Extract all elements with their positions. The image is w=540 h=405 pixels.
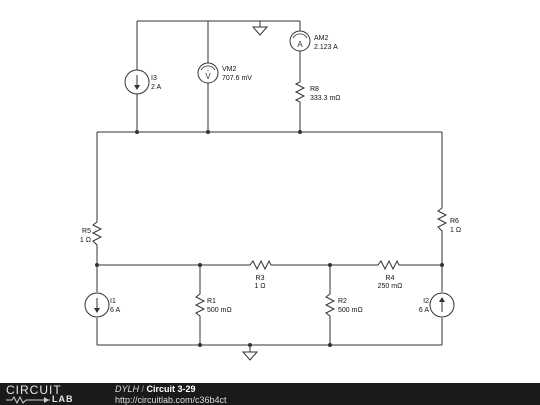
label-i2-name: I2 [423, 298, 429, 305]
label-r8-name: R8 [310, 86, 319, 93]
label-i1-value: 6 A [110, 307, 120, 314]
resistor-r8: R8 333.3 mΩ [294, 80, 341, 104]
label-r5-name: R5 [82, 228, 91, 235]
label-r3-name: R3 [256, 275, 265, 282]
waveform-icon [6, 396, 50, 404]
footer-bar: CIRCUIT LAB DYLH / Circuit 3-29 http://c… [0, 383, 540, 405]
label-r6-value: 1 Ω [450, 227, 461, 234]
ground-symbol-top [251, 26, 269, 36]
label-r4-name: R4 [386, 275, 395, 282]
resistor-r1: R1 500 mΩ [194, 292, 232, 318]
label-r1-name: R1 [207, 298, 216, 305]
resistor-r3: R3 1 Ω [248, 259, 272, 290]
circuit-schematic: I3 2 A V VM2 707.6 mV A AM2 2.123 A R8 3… [80, 20, 461, 361]
logo-text-circuit: CIRCUIT [6, 383, 62, 397]
circuit-url-link[interactable]: http://circuitlab.com/c36b4ct [115, 395, 227, 405]
resistor-r2: R2 500 mΩ [324, 292, 363, 318]
resistor-r4: R4 250 mΩ [376, 259, 403, 290]
label-vm2-name: VM2 [222, 66, 237, 73]
label-r3-value: 1 Ω [254, 283, 265, 290]
logo-text-lab: LAB [52, 394, 74, 404]
label-am2-value: 2.123 A [314, 44, 338, 51]
label-am2-name: AM2 [314, 35, 329, 42]
current-source-i1: I1 6 A [84, 292, 120, 318]
ground-symbol-bottom [241, 351, 259, 361]
label-r2-value: 500 mΩ [338, 307, 363, 314]
label-i3-name: I3 [151, 75, 157, 82]
title-separator: / [139, 384, 147, 394]
label-r8-value: 333.3 mΩ [310, 95, 341, 102]
resistor-r6: R6 1 Ω [436, 206, 461, 234]
ammeter-am2: A AM2 2.123 A [289, 30, 338, 52]
circuitlab-logo[interactable]: CIRCUIT LAB [6, 384, 94, 404]
circuit-meta: DYLH / Circuit 3-29 http://circuitlab.co… [115, 384, 227, 405]
svg-text:A: A [297, 40, 303, 49]
voltmeter-vm2: V VM2 707.6 mV [197, 62, 252, 84]
author-name[interactable]: DYLH [115, 384, 140, 394]
label-vm2-value: 707.6 mV [222, 75, 252, 82]
label-i3-value: 2 A [151, 84, 161, 91]
label-r6-name: R6 [450, 218, 459, 225]
label-r1-value: 500 mΩ [207, 307, 232, 314]
label-r2-name: R2 [338, 298, 347, 305]
label-i1-name: I1 [110, 298, 116, 305]
current-source-i2: I2 6 A [419, 292, 455, 318]
junction-dots [95, 130, 444, 347]
label-r5-value: 1 Ω [80, 237, 91, 244]
svg-text:V: V [205, 72, 211, 81]
current-source-i3: I3 2 A [124, 69, 161, 95]
circuit-title[interactable]: Circuit 3-29 [146, 384, 196, 394]
label-i2-value: 6 A [419, 307, 429, 314]
label-r4-value: 250 mΩ [378, 283, 403, 290]
resistor-r5: R5 1 Ω [80, 220, 103, 248]
